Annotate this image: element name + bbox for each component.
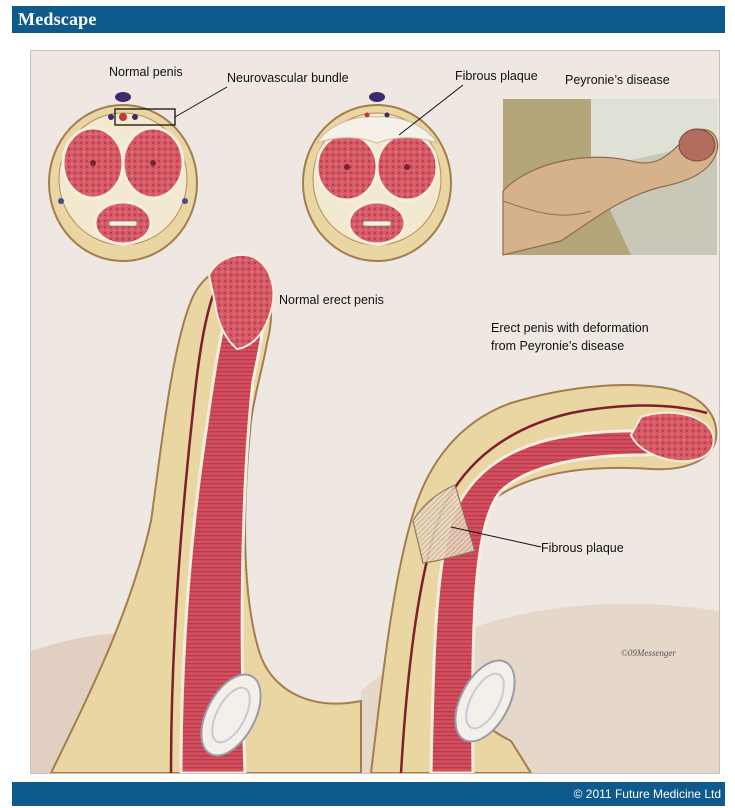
label-deformed-line1: Erect penis with deformation	[491, 321, 649, 335]
copyright-text: © 2011 Future Medicine Ltd	[574, 787, 721, 801]
artist-signature: ©09Messenger	[621, 648, 676, 658]
footer-bar: © 2011 Future Medicine Ltd	[12, 782, 725, 806]
brand-logo: Medscape	[18, 9, 97, 30]
label-neurovascular-bundle: Neurovascular bundle	[227, 71, 349, 85]
label-deformed-line2: from Peyronie’s disease	[491, 339, 624, 353]
label-peyronies-disease: Peyronie’s disease	[565, 73, 670, 87]
peyronies-photo	[503, 99, 718, 255]
label-normal-penis: Normal penis	[109, 65, 183, 79]
header-bar: Medscape	[12, 6, 725, 33]
illustration-frame: Normal penis Neurovascular bundle Fibrou…	[30, 50, 720, 774]
anatomy-illustration	[31, 51, 719, 773]
label-fibrous-plaque-top: Fibrous plaque	[455, 69, 538, 83]
label-fibrous-plaque-bottom: Fibrous plaque	[541, 541, 624, 555]
label-normal-erect-penis: Normal erect penis	[279, 293, 384, 307]
